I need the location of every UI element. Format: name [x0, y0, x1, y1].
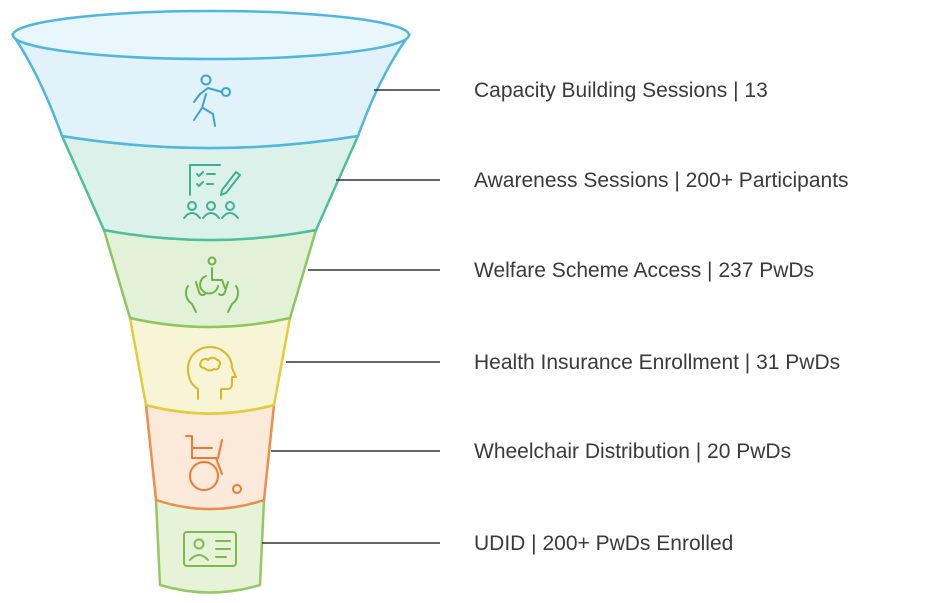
checklist-group-icon [183, 164, 241, 219]
funnel-segment-capacity-body [10, 33, 412, 150]
funnel-stage-udid [154, 498, 440, 594]
funnel-segment-awareness [59, 134, 361, 242]
hands-wheelchair-icon [184, 256, 240, 313]
funnel-stage-welfare [102, 228, 440, 329]
wheelchair-icon [185, 435, 242, 494]
head-brain-icon [187, 346, 237, 400]
funnel-stage-awareness [59, 134, 440, 242]
stage-label-awareness: Awareness Sessions | 200+ Participants [474, 169, 849, 192]
stage-label-capacity: Capacity Building Sessions | 13 [474, 79, 768, 102]
funnel-segment-welfare [102, 228, 318, 329]
funnel-stage-capacity [10, 9, 440, 150]
id-card-icon [183, 531, 237, 567]
funnel-stage-health [128, 316, 440, 415]
funnel-rim [11, 9, 411, 61]
funnel-stage-wheelchair [144, 403, 440, 511]
funnel-segment-health [128, 316, 292, 415]
stage-label-udid: UDID | 200+ PwDs Enrolled [474, 532, 734, 555]
funnel-segment-udid [154, 498, 266, 594]
stage-label-wheelchair: Wheelchair Distribution | 20 PwDs [474, 440, 792, 463]
exercise-person-icon [193, 74, 231, 127]
stage-label-welfare: Welfare Scheme Access | 237 PwDs [474, 259, 815, 282]
stage-label-health: Health Insurance Enrollment | 31 PwDs [474, 351, 841, 374]
